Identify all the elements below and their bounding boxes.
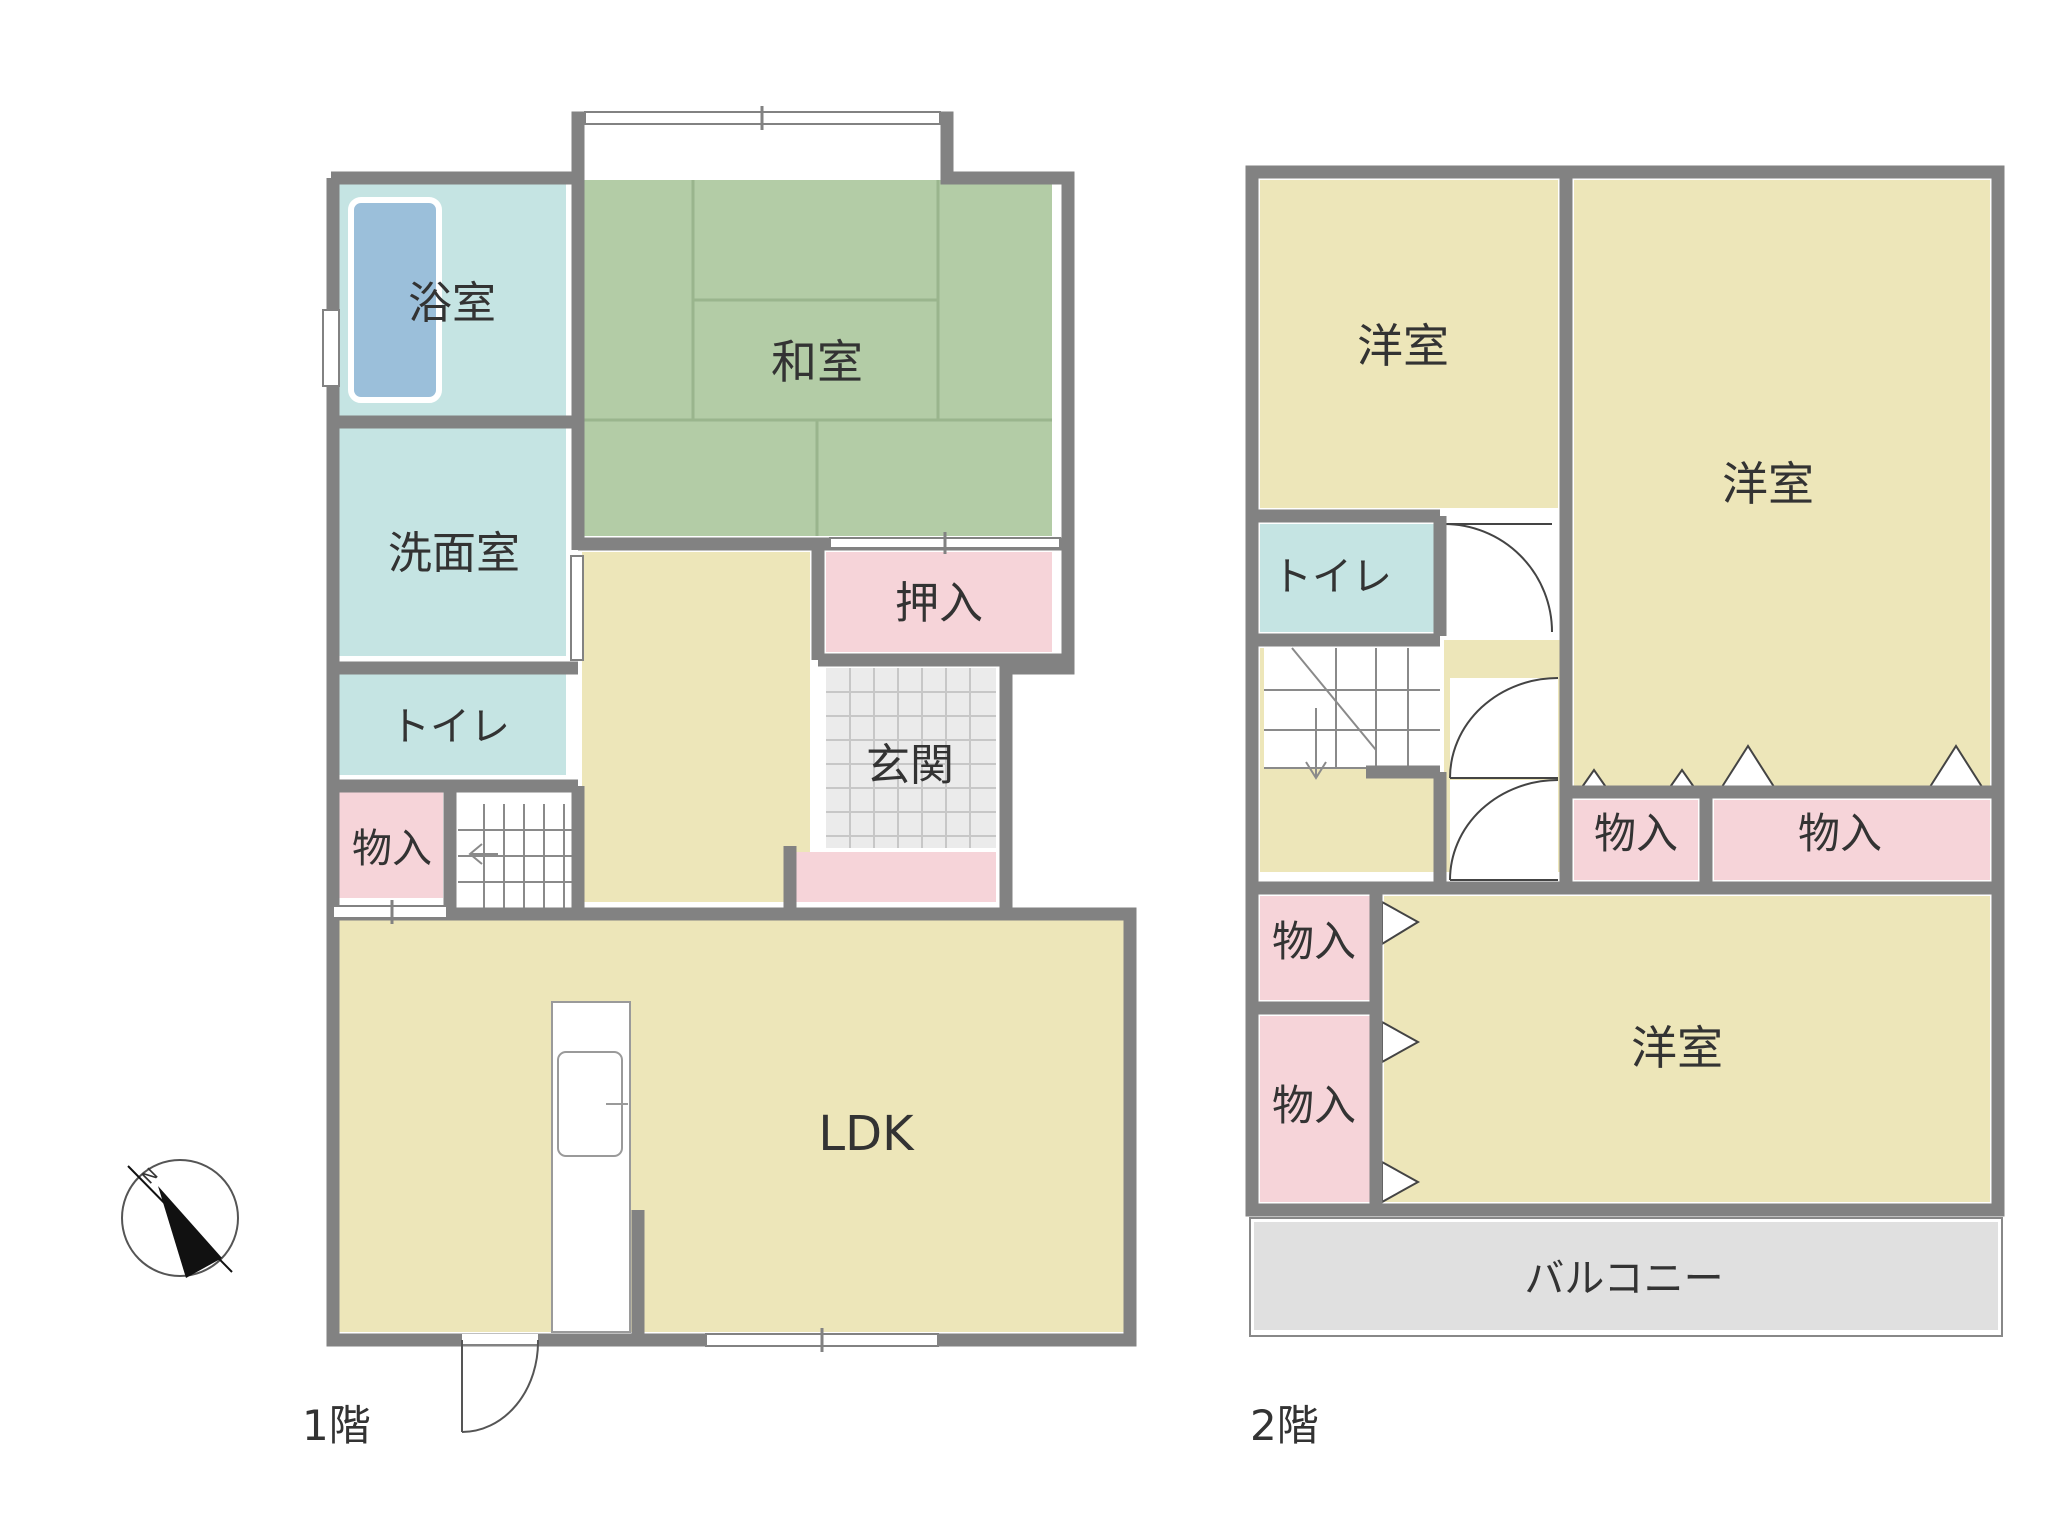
floor-1-plan xyxy=(322,106,1137,1433)
floor-2-caption: 2階 xyxy=(1250,1401,1319,1450)
entrance-tile-area xyxy=(826,668,996,848)
label-balcony: バルコニー xyxy=(1524,1256,1723,1302)
toilet-area-2f xyxy=(1260,524,1436,632)
bathtub xyxy=(348,197,442,403)
floor-2-labels: 洋室 洋室 トイレ 物入 物入 物入 物入 洋室 バルコニー 2階 xyxy=(1250,319,1882,1450)
hall-area xyxy=(582,552,810,902)
tatami-lines xyxy=(582,180,1052,536)
walls-1f xyxy=(326,111,1137,1347)
label-western-top-left: 洋室 xyxy=(1357,319,1449,373)
western-room-right xyxy=(1574,180,1990,792)
closet-left-a-area xyxy=(1260,896,1372,1000)
compass-icon: N xyxy=(121,1159,239,1278)
balcony-outline xyxy=(1249,1217,2003,1337)
entrance-door xyxy=(461,1334,540,1433)
compass-needle xyxy=(158,1186,222,1278)
western-room-top-left xyxy=(1260,180,1558,508)
windows-1f xyxy=(322,106,1061,1352)
label-entrance: 玄関 xyxy=(866,740,954,791)
stairs-2f xyxy=(1264,648,1440,768)
label-stair-closet: 物入 xyxy=(352,826,432,872)
label-closet-left-a: 物入 xyxy=(1272,917,1356,966)
entrance-tile-grid xyxy=(826,668,996,848)
western-room-bottom xyxy=(1384,896,1990,1202)
shoe-cabinet xyxy=(796,852,996,902)
stair-treads-1f xyxy=(458,804,578,910)
floor-2-plan xyxy=(1245,165,2005,1337)
label-ldk: LDK xyxy=(818,1106,915,1162)
closet-left-b-area xyxy=(1260,1016,1372,1202)
doors-2f xyxy=(1443,516,1559,881)
label-closet-right-b: 物入 xyxy=(1798,809,1882,858)
washroom-area xyxy=(333,424,566,656)
label-toilet-2f: トイレ xyxy=(1272,554,1392,600)
label-closet-left-b: 物入 xyxy=(1272,1081,1356,1130)
toilet-area-1f xyxy=(333,672,566,775)
closet-right-b-area xyxy=(1714,800,1990,880)
floor-1-labels: 浴室 洗面室 トイレ 物入 和室 押入 玄関 LDK 1階 xyxy=(302,278,983,1450)
label-western-bottom: 洋室 xyxy=(1631,1021,1723,1075)
walls-2f xyxy=(1245,165,2005,1217)
label-oshiire: 押入 xyxy=(895,578,983,629)
label-toilet-1f: トイレ xyxy=(390,704,510,750)
label-washroom: 洗面室 xyxy=(388,528,520,579)
label-bath: 浴室 xyxy=(408,278,496,329)
balcony-area xyxy=(1254,1222,1998,1330)
closet-right-a-area xyxy=(1574,800,1698,880)
ldk-area xyxy=(333,918,1125,1332)
label-japanese-room: 和室 xyxy=(771,335,863,389)
label-closet-right-a: 物入 xyxy=(1594,809,1678,858)
label-western-right: 洋室 xyxy=(1722,457,1814,511)
stair-closet-area xyxy=(333,790,443,898)
oshiire-area xyxy=(826,552,1052,652)
floor-1-caption: 1階 xyxy=(302,1401,371,1450)
